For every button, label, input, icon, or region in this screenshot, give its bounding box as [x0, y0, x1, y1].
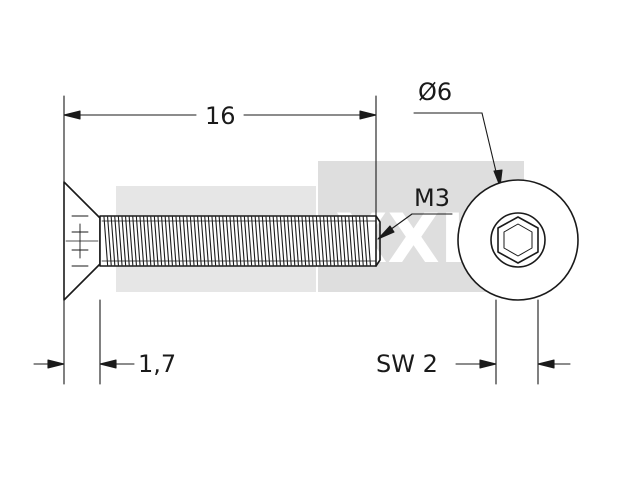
- thread-label: M3: [414, 184, 450, 212]
- head-height-label: 1,7: [138, 350, 176, 378]
- hex-socket-outer: [497, 216, 539, 264]
- screw-head: [63, 181, 101, 301]
- screw-shank: [99, 215, 381, 267]
- length-label: 16: [205, 102, 236, 130]
- hex-socket-inner: [503, 223, 533, 257]
- head-diameter-label: Ø6: [418, 78, 452, 106]
- extension-lines: [63, 95, 539, 385]
- thread-minor-diameter: [101, 220, 377, 262]
- head-height-dimension: [33, 359, 135, 369]
- thread-lines: [101, 216, 377, 266]
- socket-circle: [490, 212, 546, 268]
- socket-size-dimension: [455, 359, 571, 369]
- head-end-view: [457, 179, 579, 301]
- socket-hidden-lines: [71, 215, 89, 267]
- shank-tip: [375, 215, 381, 267]
- head-end-circle: [457, 179, 579, 301]
- socket-size-label: SW 2: [376, 350, 438, 378]
- thread-leader: [377, 213, 453, 240]
- length-dimension: [63, 110, 377, 120]
- thread-zigzag: [103, 216, 371, 266]
